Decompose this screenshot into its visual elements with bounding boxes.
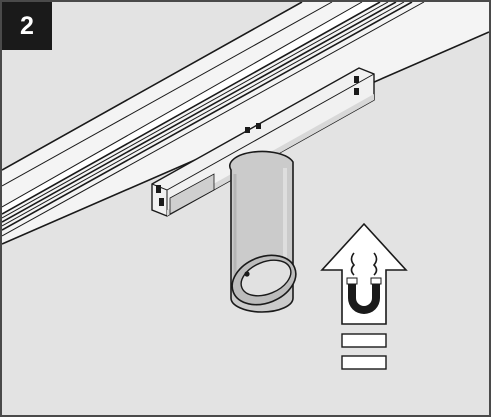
magnet-arrow-symbol: [320, 222, 408, 370]
step-number-badge: 2: [2, 2, 52, 50]
ceiling-track: [2, 2, 489, 245]
dash-bar-1: [341, 333, 387, 348]
magnet-icon: [346, 277, 382, 314]
spotlight: [228, 150, 297, 313]
up-arrow-icon: [320, 222, 408, 325]
dash-bar-2: [341, 355, 387, 370]
magnetic-attraction-icon: [350, 252, 378, 276]
